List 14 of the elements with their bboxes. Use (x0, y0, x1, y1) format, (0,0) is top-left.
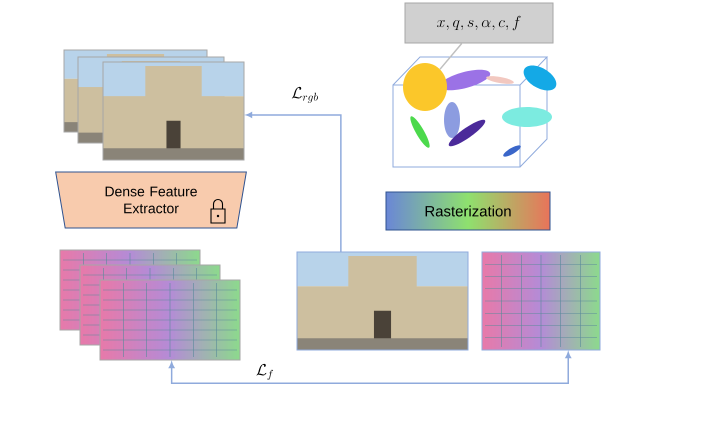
edge-label: $\mathcal{L}_{rgb}$ (290, 86, 320, 104)
gaussian-blob (403, 63, 447, 111)
rendered-image-drawing (296, 252, 468, 350)
rasterization-box: Rasterization (386, 192, 550, 230)
edge-label: $\mathcal{L}_f$ (254, 363, 276, 381)
feature-map-stack-drawing (60, 250, 240, 360)
gaussian-cube-drawing (392, 56, 556, 168)
photo-stack-drawing (64, 50, 244, 160)
parameter-box: $x, q, s, \alpha, c, f$ (404, 2, 554, 44)
arrow (246, 112, 342, 252)
arrow (168, 352, 572, 384)
extractor-trapezoid: Dense Feature Extractor (55, 172, 247, 228)
rendered-feature-map-drawing (482, 252, 600, 350)
leader-line (439, 43, 462, 70)
